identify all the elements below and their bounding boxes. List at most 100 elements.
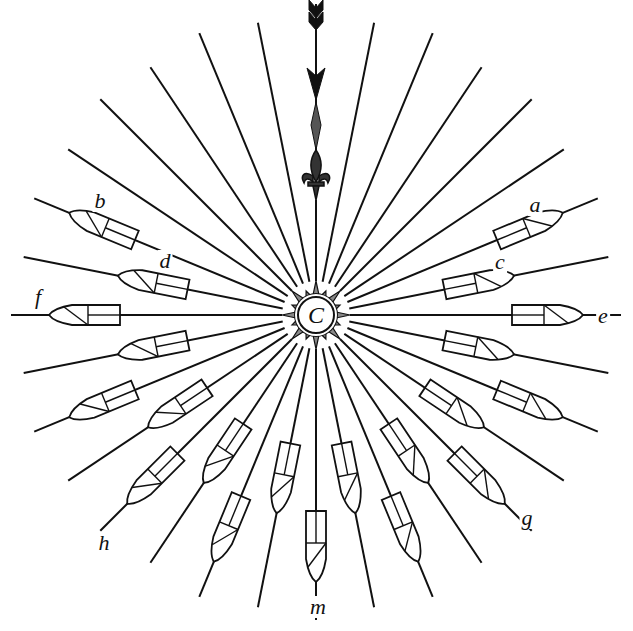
boat-hull [419, 379, 489, 435]
boat-keel [512, 314, 544, 315]
compass-ray [24, 257, 283, 309]
center-circle: C [297, 296, 335, 334]
boat-hull [512, 305, 583, 325]
boat-letter: m [308, 596, 328, 618]
boat-line [474, 337, 501, 359]
boat-keel [229, 496, 241, 526]
boat-keel [444, 341, 475, 347]
boat-line [156, 399, 186, 427]
boat-hull [205, 492, 251, 565]
boat [512, 305, 583, 325]
boat [116, 266, 190, 299]
boat-hull [332, 442, 365, 516]
boat-letter: f [33, 286, 43, 308]
boat-line [205, 446, 233, 476]
boat-hull [116, 331, 190, 364]
compass-ray [258, 23, 310, 282]
boat-line [132, 471, 162, 501]
boat-hull [116, 266, 190, 299]
boat-keel [180, 388, 207, 406]
boat [447, 446, 511, 510]
boat-keel [444, 283, 475, 289]
north-arrow [307, 0, 325, 150]
boat-letter: g [520, 507, 535, 529]
boat-line [340, 473, 362, 500]
boat-keel [315, 511, 316, 543]
boat-line [212, 523, 238, 552]
boat-hull [447, 446, 511, 510]
boat [49, 305, 120, 325]
compass-ray [323, 23, 375, 282]
boat-keel [497, 390, 527, 402]
boat [116, 331, 190, 364]
boat-keel [225, 424, 243, 451]
boat [142, 379, 212, 435]
boat-line [524, 393, 553, 419]
boat-hull [382, 492, 428, 565]
boat-letter: a [528, 194, 543, 216]
compass-ray [347, 198, 597, 302]
boat-keel [389, 424, 407, 451]
boat-line [308, 543, 326, 567]
boat-thwart [446, 397, 457, 414]
boat-keel [284, 443, 290, 474]
compass-ray [329, 33, 433, 283]
boat-line [447, 397, 477, 425]
boat-line [79, 211, 108, 237]
boat-line [272, 473, 294, 500]
compass-ray [258, 348, 310, 607]
boat [493, 381, 566, 427]
compass-ray [340, 339, 532, 531]
compass-ray [100, 99, 292, 291]
boat [419, 379, 489, 435]
boat-hull [493, 381, 566, 427]
boat-line [80, 395, 109, 421]
boat-line [400, 445, 428, 475]
boat-letter: d [158, 250, 173, 272]
boat [380, 418, 436, 488]
boat-hull [49, 305, 120, 325]
boat-letter: e [596, 305, 610, 327]
boat-thwart [398, 445, 415, 456]
boat-keel [105, 390, 135, 402]
boat-thwart [217, 445, 234, 456]
boat [65, 381, 138, 427]
boat [267, 442, 300, 516]
boat-letter: h [97, 532, 112, 554]
compass-ray [315, 200, 317, 281]
boat-hull [195, 418, 251, 488]
compass-ray [100, 339, 292, 531]
boat-keel [342, 443, 348, 474]
compass-ray [349, 257, 608, 309]
boat-hull [267, 442, 300, 516]
compass-star [282, 281, 350, 349]
boat-letter: b [93, 190, 108, 212]
boat-hull [380, 418, 436, 488]
boat-keel [156, 341, 187, 347]
boat-hull [142, 379, 212, 435]
boat-hull [306, 511, 326, 582]
compass-ray [24, 322, 283, 374]
boat-keel [88, 314, 120, 315]
boat [195, 418, 251, 488]
boat-keel [425, 388, 452, 406]
boat [306, 511, 326, 582]
compass-star [282, 281, 350, 349]
fleur-de-lis [302, 150, 329, 200]
compass-ray [199, 33, 303, 283]
boat-keel [391, 496, 403, 526]
compass-ray [323, 348, 375, 607]
boat [443, 331, 517, 364]
boat [382, 492, 428, 565]
boat-line [472, 469, 502, 499]
boat-keel [156, 283, 187, 289]
boat-letter: c [493, 251, 507, 273]
boat-line [544, 305, 568, 323]
compass-ray [335, 67, 482, 287]
boat-keel [105, 228, 135, 240]
boat-line [131, 339, 158, 361]
boat-line [131, 271, 158, 293]
boat-line [64, 307, 88, 325]
boat-line [396, 522, 422, 551]
compass-ray [34, 198, 284, 302]
